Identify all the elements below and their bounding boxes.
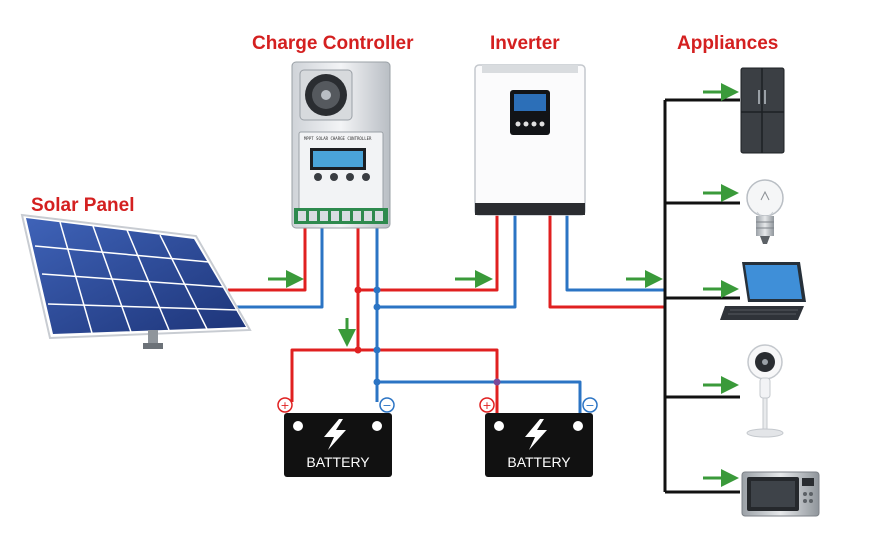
- inverter-ac-red-wire: [548, 214, 665, 309]
- lightning-icon: [324, 419, 346, 450]
- controller-panel-text: MPPT SOLAR CHARGE CONTROLLER: [304, 136, 372, 141]
- refrigerator-icon: [740, 67, 785, 154]
- fan-icon: [746, 344, 784, 438]
- solar-panel-label: Solar Panel: [31, 195, 135, 216]
- charge-controller-device: MPPT SOLAR CHARGE CONTROLLER: [291, 61, 391, 229]
- inverter-label: Inverter: [490, 33, 560, 54]
- junction-dots: [354, 286, 501, 386]
- inverter-positive-wire: [358, 214, 499, 292]
- light-bulb-icon: [746, 179, 784, 244]
- inverter-ac-blue-wire: [565, 214, 665, 292]
- battery-label: BATTERY: [507, 454, 571, 470]
- appliances-label: Appliances: [677, 33, 779, 54]
- battery-label: BATTERY: [306, 454, 370, 470]
- charge-controller-label: Charge Controller: [252, 33, 414, 54]
- negative-terminal-symbol: −: [382, 399, 391, 412]
- solar-panel-icon: [20, 213, 252, 349]
- positive-terminal-symbol: +: [280, 399, 289, 412]
- positive-terminal-symbol: +: [482, 399, 491, 412]
- flow-arrows: [268, 83, 739, 487]
- solar-positive-wire: [228, 228, 307, 292]
- appliance-bus: [663, 98, 740, 494]
- microwave-icon: [741, 471, 820, 517]
- battery-1: BATTERY + −: [277, 397, 395, 477]
- solar-negative-wire: [232, 228, 324, 309]
- inverter-negative-wire: [377, 214, 517, 309]
- negative-terminal-symbol: −: [585, 399, 594, 412]
- tablet-icon: [720, 262, 806, 320]
- lightning-icon: [525, 419, 547, 450]
- inverter-device: [474, 64, 586, 216]
- battery-2: BATTERY + −: [479, 397, 598, 477]
- battery-negative-bus: [375, 380, 582, 415]
